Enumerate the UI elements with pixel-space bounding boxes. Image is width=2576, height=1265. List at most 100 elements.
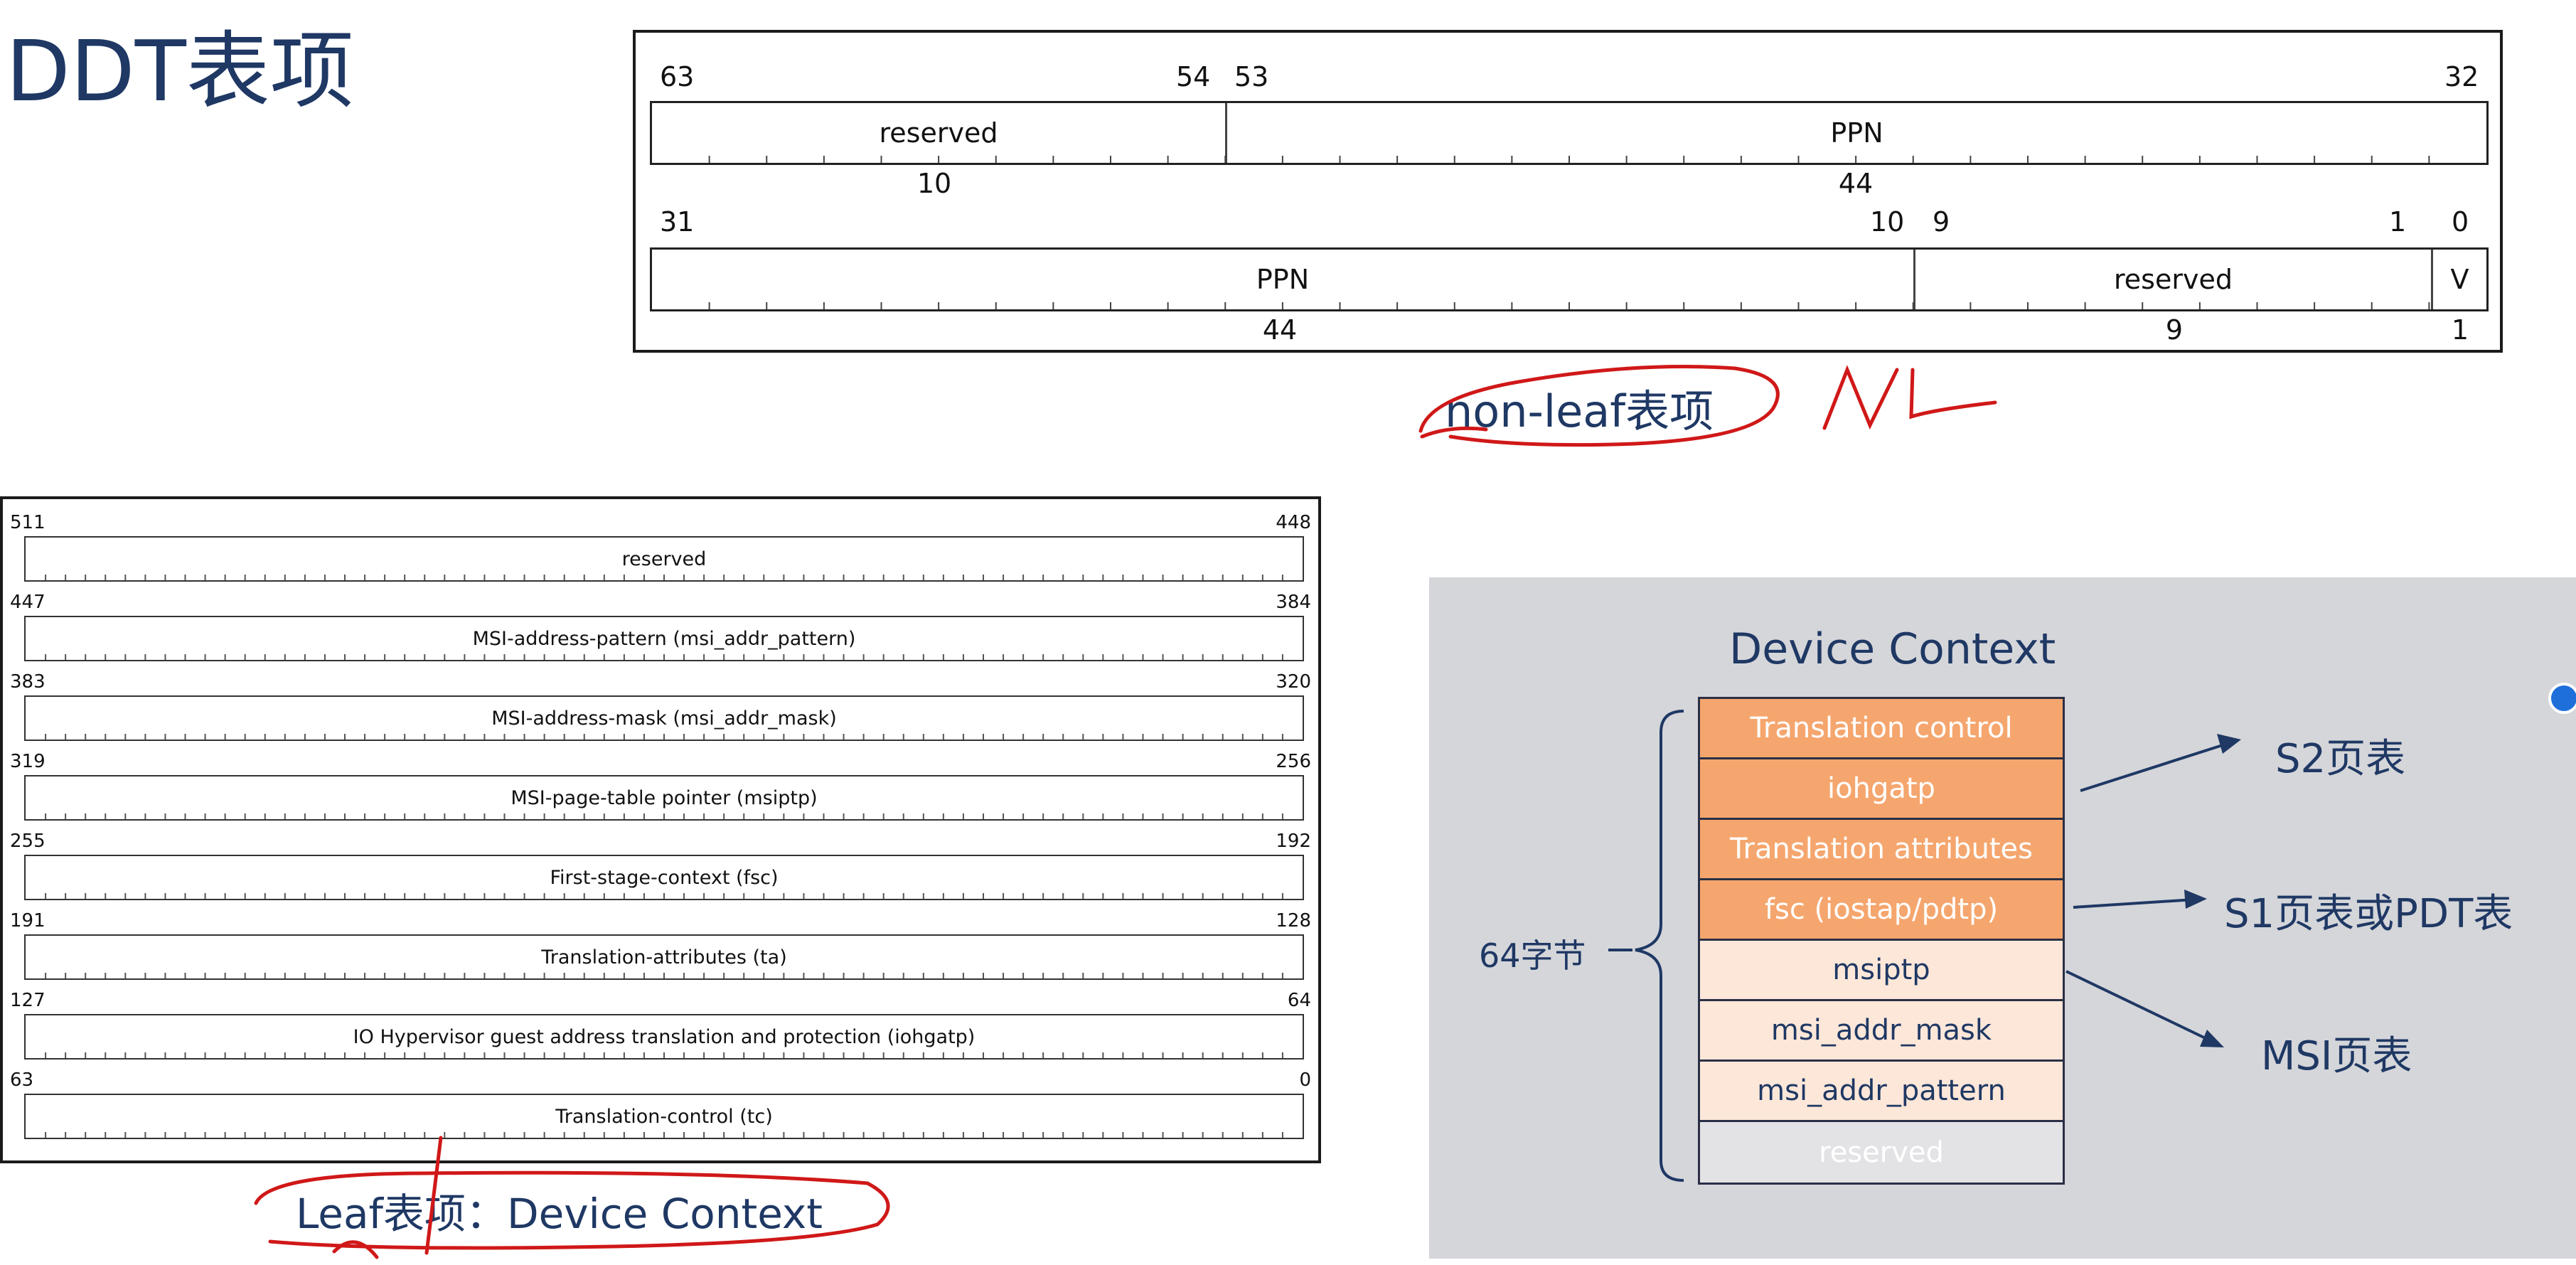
- arrow-fsc: [2073, 898, 2195, 909]
- field-valid: V: [2450, 264, 2469, 295]
- field-divider: [1225, 103, 1227, 163]
- leaf-register-row: Translation-control (tc): [24, 1094, 1304, 1139]
- bit-number: 63: [660, 61, 695, 92]
- leaf-register-row: MSI-address-mask (msi_addr_mask): [24, 695, 1304, 741]
- device-context-row: Translation control: [1700, 699, 2063, 759]
- bit-number: 448: [1276, 512, 1311, 533]
- field-ppn: PPN: [1830, 117, 1883, 149]
- bit-ticks: [45, 654, 1283, 660]
- nonleaf-entry-figure: 63 54 53 32 reserved PPN 10 44 31 10 9 1…: [633, 30, 2503, 353]
- bit-number: 1: [2389, 206, 2407, 237]
- nonleaf-register-low: PPN reserved V: [650, 247, 2489, 311]
- bit-number: 54: [1176, 61, 1211, 92]
- bit-number: 31: [660, 206, 695, 237]
- field-label: MSI-address-pattern (msi_addr_pattern): [472, 627, 856, 650]
- bit-number: 320: [1276, 671, 1311, 693]
- bit-number: 0: [2452, 206, 2469, 237]
- device-context-row: msi_addr_pattern: [1700, 1062, 2063, 1122]
- nonleaf-caption: non-leaf表项: [1445, 385, 1714, 437]
- field-width: 44: [1262, 314, 1298, 346]
- device-context-row: msiptp: [1700, 941, 2063, 1001]
- target-s2-page-table: S2页表: [2275, 736, 2406, 782]
- bit-number: 511: [10, 512, 46, 533]
- bit-number: 447: [10, 592, 46, 613]
- bit-number: 383: [10, 671, 46, 693]
- bit-number: 128: [1276, 910, 1311, 932]
- bit-ticks: [45, 1052, 1283, 1058]
- leaf-caption: Leaf表项：Device Context: [296, 1190, 823, 1238]
- field-width: 1: [2451, 314, 2469, 346]
- leaf-register-row: MSI-page-table pointer (msiptp): [24, 775, 1304, 821]
- bit-number: 319: [10, 751, 46, 772]
- device-context-row: iohgatp: [1700, 759, 2063, 820]
- field-label: MSI-page-table pointer (msiptp): [511, 786, 818, 809]
- leaf-register-row: First-stage-context (fsc): [24, 855, 1304, 900]
- handwritten-loop-mark: [332, 1240, 379, 1259]
- field-reserved: reserved: [879, 117, 998, 149]
- field-label: First-stage-context (fsc): [550, 866, 779, 889]
- field-width: 9: [2165, 314, 2184, 346]
- bit-number: 192: [1276, 831, 1311, 852]
- target-msi-page-table: MSI页表: [2261, 1033, 2412, 1079]
- field-label: IO Hypervisor guest address translation …: [353, 1025, 976, 1048]
- device-context-row: Translation attributes: [1700, 820, 2063, 880]
- bit-ticks: [45, 1132, 1283, 1138]
- field-width: 10: [916, 168, 952, 199]
- bit-number: 53: [1234, 61, 1269, 92]
- bit-number: 0: [1299, 1069, 1311, 1091]
- handwritten-circle-mark: [254, 1170, 890, 1250]
- device-context-row: reserved: [1700, 1122, 2063, 1183]
- bit-number: 64: [1287, 990, 1311, 1011]
- bit-ticks: [45, 734, 1283, 740]
- handwritten-nl-mark: [1822, 365, 1997, 430]
- bit-number: 9: [1933, 206, 1950, 237]
- bit-ticks: [45, 813, 1283, 819]
- bit-ticks: [45, 575, 1283, 580]
- bit-ticks: [708, 156, 2430, 163]
- bit-ticks: [45, 893, 1283, 899]
- brace-icon: [1635, 710, 1684, 1182]
- bit-number: 384: [1276, 592, 1311, 613]
- bit-number: 127: [10, 990, 46, 1011]
- size-label: 64字节: [1479, 936, 1586, 975]
- bit-number: 32: [2444, 61, 2479, 92]
- leaf-register-row: Translation-attributes (ta): [24, 934, 1304, 980]
- field-label: reserved: [621, 548, 707, 570]
- arrow-iohgatp: [2080, 742, 2228, 792]
- field-width: 44: [1838, 168, 1874, 199]
- bit-ticks: [45, 973, 1283, 978]
- handwritten-underline-mark: [1420, 426, 1488, 439]
- page-title: DDT表项: [6, 22, 354, 120]
- field-divider: [1913, 250, 1915, 309]
- field-reserved: reserved: [2114, 264, 2233, 295]
- field-label: Translation-attributes (ta): [541, 946, 787, 968]
- bit-number: 255: [10, 831, 46, 852]
- arrow-head-icon: [2184, 890, 2207, 909]
- bit-ticks: [708, 302, 2430, 309]
- field-label: MSI-address-mask (msi_addr_mask): [491, 707, 837, 730]
- field-label: Translation-control (tc): [555, 1105, 773, 1128]
- leaf-register-row: reserved: [24, 536, 1304, 582]
- device-context-row: msi_addr_mask: [1700, 1001, 2063, 1062]
- bit-number: 10: [1870, 206, 1905, 237]
- arrow-head-icon: [2200, 1030, 2224, 1047]
- field-divider: [2431, 250, 2433, 309]
- device-context-title: Device Context: [1729, 624, 2056, 674]
- nonleaf-register-high: reserved PPN: [650, 101, 2489, 165]
- bit-number: 191: [10, 910, 46, 932]
- device-context-row: fsc (iostap/pdtp): [1700, 880, 2063, 941]
- field-ppn: PPN: [1256, 264, 1310, 295]
- bit-number: 256: [1276, 751, 1311, 772]
- arrow-head-icon: [2217, 734, 2241, 754]
- target-s1-page-table: S1页表或PDT表: [2224, 891, 2513, 937]
- leaf-register-row: IO Hypervisor guest address translation …: [24, 1014, 1304, 1059]
- circle-icon: [2548, 683, 2576, 714]
- arrow-msiptp: [2065, 970, 2212, 1042]
- bit-number: 63: [10, 1069, 34, 1091]
- leaf-register-row: MSI-address-pattern (msi_addr_pattern): [24, 616, 1304, 661]
- handwritten-circle-mark: [1418, 365, 1780, 447]
- handwritten-tick-mark: [424, 1136, 443, 1255]
